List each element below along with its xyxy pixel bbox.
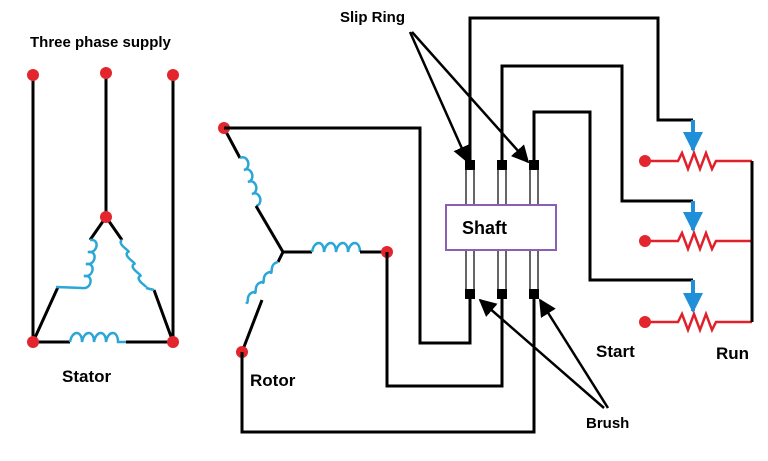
rotor-bottom-coil <box>245 260 279 305</box>
brush-arrow-2 <box>538 298 610 409</box>
brush-bottom-3 <box>529 289 539 299</box>
rotor-arm-bottom-wire-2 <box>240 299 264 353</box>
rotor-top-coil <box>239 156 262 208</box>
stator-section: Three phase supply Stator <box>27 34 179 386</box>
rotor-section: Rotor <box>218 122 536 434</box>
brush-bottom-1 <box>465 289 475 299</box>
brush-label: Brush <box>586 415 629 432</box>
brush-top-3 <box>529 160 539 170</box>
three-phase-supply-label: Three phase supply <box>30 34 172 51</box>
rotor-lead-2 <box>385 252 504 388</box>
resistor-2 <box>645 229 752 253</box>
rotor-arm-bottom-wire <box>276 251 285 263</box>
rotor-right-coil <box>310 241 362 253</box>
rotor-label: Rotor <box>250 371 296 390</box>
brush-top-1 <box>465 160 475 170</box>
slip-ring-rod-5 <box>497 249 507 291</box>
slip-lead-1 <box>468 16 693 162</box>
brush-top-2 <box>497 160 507 170</box>
slip-ring-rod-2 <box>497 167 507 207</box>
resistor-1 <box>645 149 752 173</box>
slip-ring-rod-6 <box>529 249 539 291</box>
starting-resistors: Start Run <box>596 120 754 363</box>
start-label: Start <box>596 342 635 361</box>
brush-bottom-2 <box>497 289 507 299</box>
resistor-3 <box>645 310 752 334</box>
shaft-box <box>445 204 557 251</box>
stator-node-left <box>27 336 39 348</box>
slip-ring-assembly: Shaft Slip Ring Brush <box>340 9 629 432</box>
stator-bottom-coil <box>68 331 126 344</box>
slip-ring-label: Slip Ring <box>340 9 405 26</box>
rotor-lead-1 <box>224 126 472 345</box>
slip-ring-rod-1 <box>465 167 475 207</box>
resistor-terminal-2 <box>639 235 651 247</box>
slip-lead-2 <box>500 64 693 203</box>
supply-terminal-1 <box>27 69 39 81</box>
stator-left-coil <box>55 238 98 290</box>
rotor-arm-top-wire-2 <box>254 205 285 253</box>
run-label: Run <box>716 344 749 363</box>
stator-left-side <box>31 216 108 343</box>
shaft-label: Shaft <box>462 218 507 238</box>
stator-label: Stator <box>62 367 112 386</box>
resistor-terminal-1 <box>639 155 651 167</box>
stator-node-top <box>100 211 112 223</box>
supply-terminal-3 <box>167 69 179 81</box>
resistor-leads <box>468 16 693 282</box>
stator-node-right <box>167 336 179 348</box>
slip-ring-rod-4 <box>465 249 475 291</box>
slip-ring-arrow-1 <box>408 31 470 164</box>
resistor-terminal-3 <box>639 316 651 328</box>
slip-lead-3 <box>532 110 693 282</box>
stator-right-coil <box>119 238 155 292</box>
rotor-lead-3 <box>240 293 536 434</box>
brush-arrow-1 <box>478 298 605 409</box>
slip-ring-rod-3 <box>529 167 539 207</box>
supply-terminal-2 <box>100 67 112 79</box>
